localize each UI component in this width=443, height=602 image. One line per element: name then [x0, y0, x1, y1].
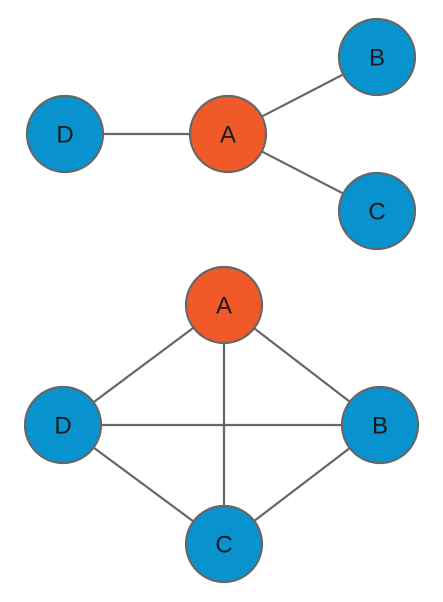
node-label: D: [54, 413, 71, 440]
node-label: B: [369, 45, 385, 72]
node-label: A: [216, 293, 232, 320]
node-d: D: [23, 385, 103, 465]
star-graph: A B C D: [25, 17, 417, 251]
node-label: C: [368, 199, 385, 226]
node-b: B: [337, 17, 417, 97]
node-a: A: [188, 94, 268, 174]
node-circle: [340, 385, 420, 465]
node-circle: [188, 94, 268, 174]
node-c: C: [337, 171, 417, 251]
node-circle: [184, 265, 264, 345]
node-label: C: [215, 532, 232, 559]
node-b: B: [340, 385, 420, 465]
node-circle: [184, 504, 264, 584]
node-c: C: [184, 504, 264, 584]
complete-graph: A B C D: [23, 265, 420, 584]
node-circle: [25, 94, 105, 174]
node-label: D: [56, 122, 73, 149]
node-d: D: [25, 94, 105, 174]
node-circle: [337, 17, 417, 97]
node-label: A: [220, 122, 236, 149]
node-circle: [23, 385, 103, 465]
node-a: A: [184, 265, 264, 345]
node-label: B: [372, 413, 388, 440]
node-circle: [337, 171, 417, 251]
